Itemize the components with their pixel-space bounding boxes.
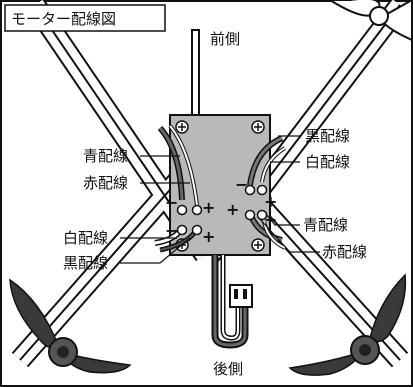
label-right-blue-wire: 青配線 [303,216,348,234]
diagram-title: モーター配線図 [11,10,116,28]
plus-sign-ur: + [264,192,277,211]
frame-arms [11,0,409,368]
propeller-bottom-left [9,278,132,374]
plus-sign-ll: + [202,227,215,246]
minus-sign-ll: − [165,221,178,240]
label-left-red-wire: 赤配線 [83,174,128,192]
battery-lead [211,255,249,349]
wires-upper-left [157,124,199,206]
rear-label: 後側 [213,360,243,378]
plus-sign-lr: + [226,200,239,219]
wires-upper-right [247,135,287,186]
label-right-black-wire: 黒配線 [305,127,350,145]
front-label: 前側 [210,30,240,48]
propeller-top-right [328,0,413,42]
title-box: モーター配線図 [4,4,166,32]
label-right-white-wire: 白配線 [305,153,350,171]
label-right-red-wire: 赤配線 [322,243,367,261]
minus-sign-ul: − [165,193,178,212]
solder-pads [176,184,268,236]
battery-connector [229,284,253,308]
minus-sign-ur: − [235,175,248,194]
label-left-black-wire: 黒配線 [63,254,108,272]
plus-sign-ul: + [202,198,215,217]
label-left-blue-wire: 青配線 [83,147,128,165]
label-left-white-wire: 白配線 [63,229,108,247]
leader-lines [120,135,320,264]
propeller-bottom-right [288,273,407,376]
